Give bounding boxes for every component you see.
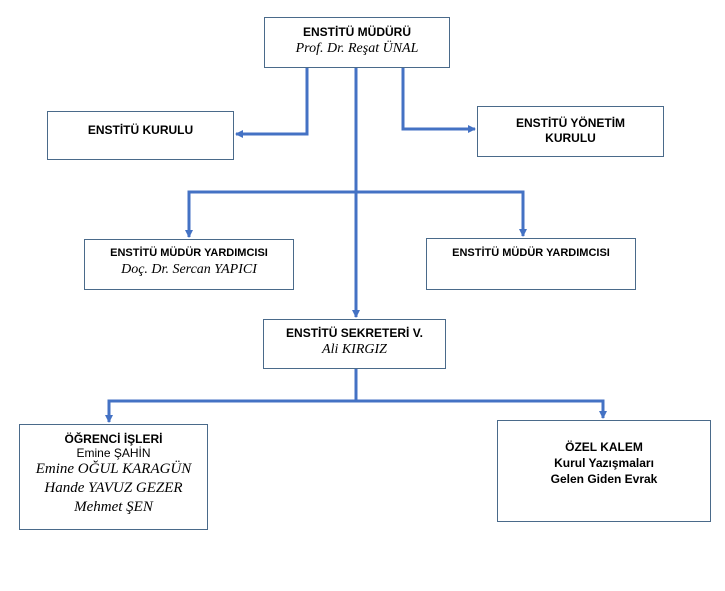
assistant-director-1-box: ENSTİTÜ MÜDÜR YARDIMCISI Doç. Dr. Sercan… [84,239,294,290]
management-board-title-line2: KURULU [545,131,596,145]
private-office-duty-1: Kurul Yazışmaları [554,456,654,470]
assistant-director-2-title: ENSTİTÜ MÜDÜR YARDIMCISI [452,247,610,259]
secretary-box: ENSTİTÜ SEKRETERİ V. Ali KIRGIZ [263,319,446,369]
secretary-name: Ali KIRGIZ [322,342,387,357]
institute-board-title: ENSTİTÜ KURULU [87,123,194,137]
private-office-duty-2: Gelen Giden Evrak [550,472,658,486]
student-affairs-staff-3: Mehmet ŞEN [74,499,153,515]
connector-director-to-management [401,68,476,133]
assistant-director-1-name: Doç. Dr. Sercan YAPICI [121,262,257,277]
management-board-title-line1: ENSTİTÜ YÖNETİM [515,116,626,130]
student-affairs-staff-1: Emine OĞUL KARAGÜN [35,461,192,477]
private-office-title: ÖZEL KALEM [565,440,643,454]
student-affairs-title: ÖĞRENCİ İŞLERİ [64,432,163,446]
director-title: ENSTİTÜ MÜDÜRÜ [303,25,411,39]
private-office-box: ÖZEL KALEM Kurul Yazışmaları Gelen Giden… [497,420,711,522]
director-box: ENSTİTÜ MÜDÜRÜ Prof. Dr. Reşat ÜNAL [264,17,450,68]
assistant-director-1-title: ENSTİTÜ MÜDÜR YARDIMCISI [110,247,268,259]
connector-staff-branch [107,399,607,422]
management-board-box: ENSTİTÜ YÖNETİM KURULU [477,106,664,157]
director-name: Prof. Dr. Reşat ÜNAL [295,41,419,56]
institute-board-box: ENSTİTÜ KURULU [47,111,234,160]
student-affairs-staff-2: Hande YAVUZ GEZER [44,480,183,496]
assistant-director-2-box: ENSTİTÜ MÜDÜR YARDIMCISI [426,238,636,290]
student-affairs-head: Emine ŞAHİN [76,446,151,460]
student-affairs-box: ÖĞRENCİ İŞLERİ Emine ŞAHİN Emine OĞUL KA… [19,424,208,530]
connector-director-to-board [235,68,309,138]
secretary-title: ENSTİTÜ SEKRETERİ V. [286,326,423,340]
